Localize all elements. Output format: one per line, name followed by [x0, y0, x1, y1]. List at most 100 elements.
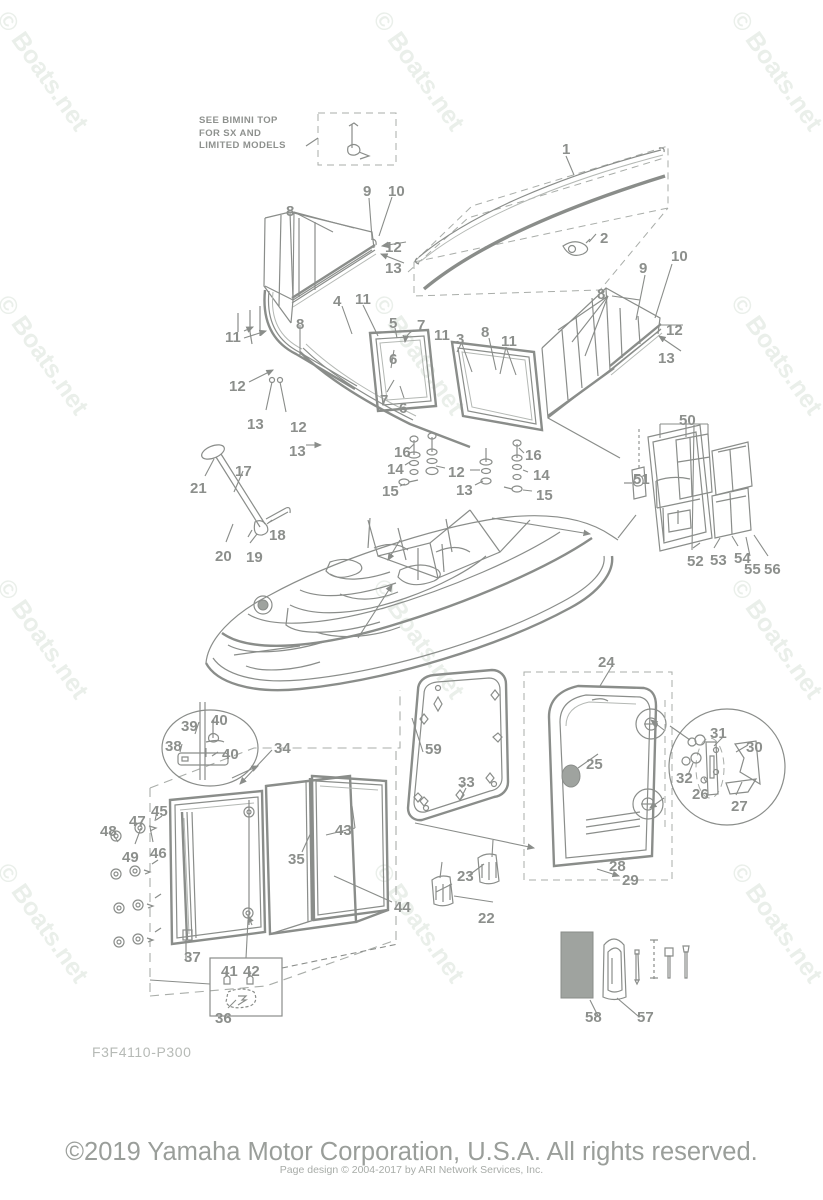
callout-number: 11 — [501, 333, 517, 350]
callout-number: 4 — [333, 293, 342, 310]
callout-number: 8 — [296, 316, 305, 333]
callout-number: 7 — [380, 392, 389, 409]
callout-number: 23 — [457, 868, 474, 885]
callout-number: 24 — [598, 654, 615, 671]
callout-number: 13 — [385, 260, 402, 277]
callout-number: 42 — [243, 963, 260, 980]
callout-number: 53 — [710, 552, 727, 569]
callout-number: 20 — [215, 548, 232, 565]
upper-windshield-glass — [407, 145, 669, 297]
callout-number: 5 — [389, 315, 398, 332]
note-line-3: LIMITED MODELS — [199, 140, 286, 152]
callout-number: 12 — [666, 322, 683, 339]
callout-number: 12 — [290, 419, 307, 436]
callout-number: 41 — [221, 963, 238, 980]
callout-number: 7 — [417, 317, 426, 334]
callout-number: 16 — [525, 447, 542, 464]
callout-number: 59 — [425, 741, 442, 758]
callout-number: 15 — [536, 487, 553, 504]
callout-number: 9 — [639, 260, 648, 277]
callout-number: 10 — [388, 183, 405, 200]
copyright-text: ©2019 Yamaha Motor Corporation, U.S.A. A… — [65, 1138, 758, 1166]
footer: ©2019 Yamaha Motor Corporation, U.S.A. A… — [0, 1138, 823, 1200]
callout-number: 52 — [687, 553, 704, 570]
callout-number: 56 — [764, 561, 781, 578]
seal-and-fasteners — [560, 931, 690, 1017]
latch-detail-circle — [161, 702, 259, 787]
callout-number: 11 — [434, 327, 450, 344]
callout-number: 25 — [586, 756, 603, 773]
callout-number: 51 — [633, 471, 650, 488]
callout-number: 11 — [225, 329, 241, 346]
support-rod-assembly — [201, 444, 291, 544]
callout-number: 12 — [385, 239, 402, 256]
callout-number: 13 — [658, 350, 675, 367]
callout-number: 31 — [710, 725, 727, 742]
callout-number: 29 — [622, 872, 639, 889]
callout-number: 13 — [289, 443, 306, 460]
callout-number: 17 — [235, 463, 252, 480]
callout-number: 46 — [150, 845, 167, 862]
callout-number: 16 — [394, 444, 411, 461]
callout-number: 13 — [247, 416, 264, 433]
callout-number: 12 — [448, 464, 465, 481]
callout-number: 47 — [129, 813, 146, 830]
callout-number: 35 — [288, 851, 305, 868]
callout-number: 30 — [746, 739, 763, 756]
callout-number: 11 — [355, 291, 371, 308]
callout-number: 36 — [215, 1010, 232, 1027]
callout-number: 18 — [269, 527, 286, 544]
bimini-note-text: SEE BIMINI TOP FOR SX AND LIMITED MODELS — [199, 115, 286, 153]
hinge-detail-circle — [668, 708, 786, 826]
callout-number: 38 — [165, 738, 182, 755]
callout-number: 43 — [335, 822, 352, 839]
diagram-id-label: F3F4110-P300 — [92, 1044, 192, 1060]
callout-number: 28 — [609, 858, 626, 875]
callout-number: 15 — [382, 483, 399, 500]
right-windshield-panel — [461, 263, 683, 459]
callout-number: 22 — [478, 910, 495, 927]
side-door-assembly — [523, 665, 673, 881]
callout-number: 8 — [597, 286, 606, 303]
callout-number: 33 — [458, 774, 475, 791]
callout-number: 3 — [456, 331, 465, 348]
callout-number: 26 — [692, 786, 709, 803]
note-line-2: FOR SX AND — [199, 127, 262, 139]
callout-number: 37 — [184, 949, 201, 966]
callout-number: 6 — [389, 351, 398, 368]
left-windshield-panel — [237, 196, 407, 449]
callout-number: 14 — [533, 467, 550, 484]
callout-number: 40 — [211, 712, 228, 729]
callout-number: 48 — [100, 823, 117, 840]
callout-number: 40 — [222, 746, 239, 763]
callout-number: 34 — [274, 740, 291, 757]
callout-number: 54 — [734, 550, 751, 567]
callout-number: 13 — [456, 482, 473, 499]
windshield-hardware-stack — [398, 432, 533, 493]
callout-number: 45 — [151, 803, 168, 820]
callout-number: 8 — [286, 203, 295, 220]
callout-number: 2 — [600, 230, 609, 247]
callout-number: 58 — [585, 1009, 602, 1026]
callout-number: 6 — [399, 400, 408, 417]
hatch-panel-assembly — [406, 668, 536, 907]
callout-number: 57 — [637, 1009, 654, 1026]
callout-number: 44 — [394, 899, 411, 916]
fastener-column — [110, 805, 163, 948]
page-design-credit: Page design © 2004-2017 by ARI Network S… — [279, 1164, 544, 1176]
note-line-1: SEE BIMINI TOP — [199, 115, 278, 126]
callout-number: 32 — [676, 770, 693, 787]
callout-number: 21 — [190, 480, 207, 497]
callout-number: 50 — [679, 412, 696, 429]
callout-number: 49 — [122, 849, 139, 866]
callout-number: 1 — [562, 141, 571, 158]
callout-number: 12 — [229, 378, 246, 395]
callout-number: 8 — [481, 324, 490, 341]
callout-number: 14 — [387, 461, 404, 478]
boat-hull-illustration — [204, 509, 637, 692]
callout-number: 27 — [731, 798, 748, 815]
callout-number: 39 — [181, 718, 198, 735]
bimini-note-inset — [305, 112, 397, 166]
